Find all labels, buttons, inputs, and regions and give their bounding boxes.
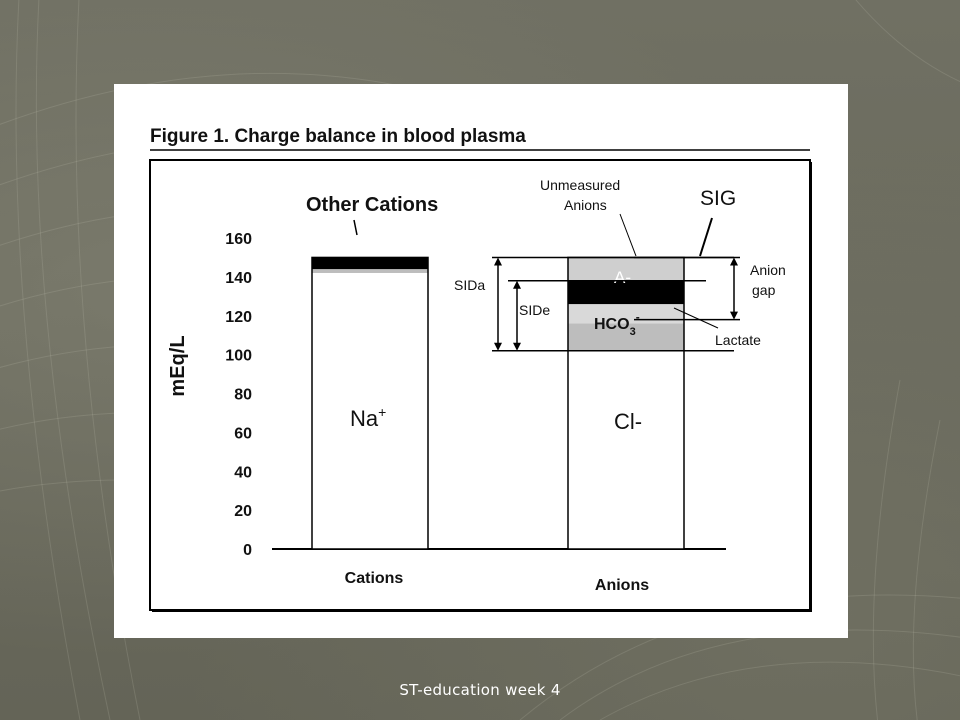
unmeasured-anions-line2: Anions xyxy=(564,197,607,213)
bar-segment-anions-1 xyxy=(568,323,684,351)
y-tick-120: 120 xyxy=(225,309,252,326)
anion-gap-bracket-arrow-bottom xyxy=(730,311,738,320)
y-tick-labels: 0 20 40 60 80 100 120 140 160 xyxy=(225,231,252,559)
other-cations-label: Other Cations xyxy=(306,194,438,216)
sida-label: SIDa xyxy=(454,277,485,293)
y-tick-80: 80 xyxy=(234,387,252,404)
anion-gap-line1: Anion xyxy=(750,262,786,278)
y-axis-label: mEq/L xyxy=(167,335,189,396)
a-minus-label: A- xyxy=(614,268,631,287)
bar-segment-anions-4 xyxy=(568,257,684,281)
y-tick-0: 0 xyxy=(243,542,252,559)
slide-footer: ST-education week 4 xyxy=(399,681,561,699)
anion-gap-line2: gap xyxy=(752,282,776,298)
lactate-label: Lactate xyxy=(715,332,761,348)
unmeasured-anions-line1: Unmeasured xyxy=(540,177,620,193)
y-tick-140: 140 xyxy=(225,270,252,287)
side-bracket-arrow-bottom xyxy=(513,342,521,351)
lactate-pointer xyxy=(673,307,719,329)
bracket-lines xyxy=(492,256,740,352)
y-tick-40: 40 xyxy=(234,464,252,481)
sida-bracket-arrow-bottom xyxy=(494,342,502,351)
bar-segment-cations-0 xyxy=(312,276,428,549)
stacked-bars xyxy=(311,256,685,550)
figure-panel: Figure 1. Charge balance in blood plasma… xyxy=(114,84,848,638)
hco3-label: HCO3- xyxy=(594,310,640,338)
bar-segment-cations-3 xyxy=(312,257,428,270)
side-label: SIDe xyxy=(519,302,550,318)
anion-gap-bracket-arrow-top xyxy=(730,257,738,266)
y-tick-100: 100 xyxy=(225,348,252,365)
bar-segment-cations-1 xyxy=(312,272,428,277)
sida-bracket-arrow-top xyxy=(494,257,502,266)
category-label-cations: Cations xyxy=(345,570,404,587)
bar-segment-anions-2 xyxy=(568,304,684,324)
unmeasured-anions-pointer xyxy=(619,213,637,257)
bar-outline-cations xyxy=(311,256,429,550)
bar-segment-anions-0 xyxy=(568,350,684,549)
other-cations-pointer xyxy=(353,219,358,236)
cl-label: Cl- xyxy=(614,409,642,434)
y-tick-160: 160 xyxy=(225,231,252,248)
y-tick-20: 20 xyxy=(234,503,252,520)
bar-segment-cations-2 xyxy=(312,269,428,273)
side-bracket-arrow-top xyxy=(513,280,521,289)
bar-segment-anions-3 xyxy=(568,280,684,305)
chart-svg: Figure 1. Charge balance in blood plasma… xyxy=(149,126,812,612)
na-label: Na+ xyxy=(350,404,386,431)
sig-label: SIG xyxy=(700,187,736,210)
category-label-anions: Anions xyxy=(595,577,649,594)
sig-pointer xyxy=(699,217,713,257)
chart-title: Figure 1. Charge balance in blood plasma xyxy=(150,126,526,147)
y-tick-60: 60 xyxy=(234,425,252,442)
